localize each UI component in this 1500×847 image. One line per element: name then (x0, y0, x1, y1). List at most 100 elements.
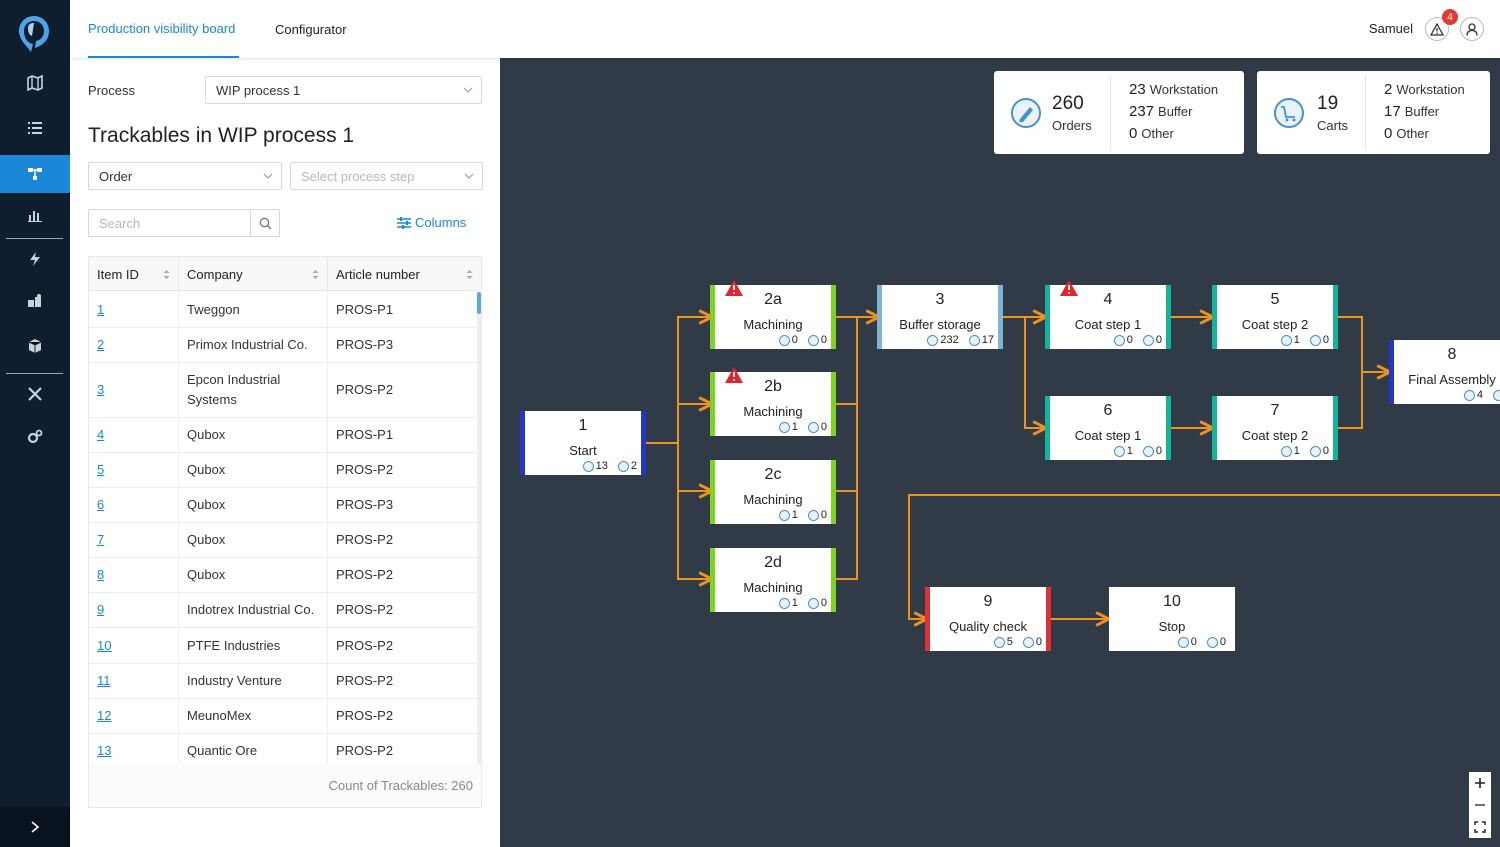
tab-production-visibility-board[interactable]: Production visibility board (88, 0, 239, 58)
table-row[interactable]: 9 Indotrex Industrial Co. PROS-P2 (89, 593, 477, 628)
article-cell: PROS-P1 (336, 427, 394, 442)
step-name: Coat step 2 (1241, 317, 1309, 332)
column-header-article-number[interactable]: Article number (328, 257, 481, 291)
expand-sidebar-button[interactable] (0, 807, 70, 847)
table-row[interactable]: 10 PTFE Industries PROS-P2 (89, 628, 477, 664)
table-row[interactable]: 6 Qubox PROS-P3 (89, 488, 477, 523)
process-step-placeholder: Select process step (301, 168, 415, 184)
item-id-link[interactable]: 7 (89, 523, 179, 557)
table-row[interactable]: 11 Industry Venture PROS-P2 (89, 664, 477, 699)
nav-process-flow-icon[interactable] (0, 155, 70, 193)
cart-icon (807, 334, 819, 346)
step-number: 8 (1447, 346, 1457, 363)
nav-settings-icon[interactable] (0, 418, 70, 456)
orders-total: 260 (1052, 93, 1084, 114)
nav-map-icon[interactable] (0, 64, 70, 102)
label: Workstation (1149, 82, 1219, 97)
column-header-item-id[interactable]: Item ID (89, 257, 179, 291)
cart-count: 0 (1219, 636, 1226, 648)
nav-package-icon[interactable] (0, 327, 70, 365)
tab-label: Configurator (275, 21, 347, 37)
warning-icon (1430, 22, 1444, 36)
order-icon (778, 334, 790, 346)
table-row[interactable]: 1 Tweggon PROS-P1 (89, 292, 477, 328)
process-step-8-final-assembly[interactable]: 8 Final Assembly 4 (1389, 340, 1500, 404)
process-step-select[interactable]: Select process step (290, 162, 483, 190)
step-name: Machining (743, 317, 803, 332)
process-label: Process (88, 83, 135, 98)
table-scrollbar[interactable] (477, 292, 481, 764)
search-button[interactable] (250, 209, 280, 237)
user-profile-button[interactable] (1460, 17, 1484, 41)
item-id-link[interactable]: 8 (89, 558, 179, 592)
table-row[interactable]: 4 Qubox PROS-P1 (89, 418, 477, 453)
item-id-link[interactable]: 3 (89, 363, 179, 417)
nav-events-icon[interactable] (0, 240, 70, 278)
columns-button[interactable]: Columns (397, 215, 466, 230)
scrollbar-thumb[interactable] (477, 292, 481, 314)
item-id-link[interactable]: 12 (89, 699, 179, 733)
nav-tools-icon[interactable] (0, 375, 70, 413)
cart-icon (1206, 636, 1218, 648)
item-id-link[interactable]: 9 (89, 593, 179, 627)
zoom-out-button[interactable] (1469, 794, 1491, 816)
item-id-link[interactable]: 5 (89, 453, 179, 487)
nav-list-icon[interactable] (0, 109, 70, 147)
nav-assets-icon[interactable] (0, 282, 70, 320)
item-id-link[interactable]: 1 (89, 292, 179, 327)
table-row[interactable]: 12 MeunoMex PROS-P2 (89, 699, 477, 734)
app-logo-icon[interactable] (17, 14, 51, 54)
item-id-link[interactable]: 11 (89, 664, 179, 698)
item-id-link[interactable]: 13 (89, 734, 179, 764)
step-number: 2b (764, 378, 782, 395)
warning-icon (725, 280, 743, 296)
table-row[interactable]: 5 Qubox PROS-P2 (89, 453, 477, 488)
cart-icon (968, 334, 980, 346)
table-row[interactable]: 8 Qubox PROS-P2 (89, 558, 477, 593)
cart-count: 2 (630, 460, 637, 472)
cart-icon (617, 460, 629, 472)
table-row[interactable]: 7 Qubox PROS-P2 (89, 523, 477, 558)
process-select[interactable]: WIP process 1 (205, 76, 482, 104)
sidebar (0, 0, 70, 847)
item-id-link[interactable]: 6 (89, 488, 179, 522)
item-id-link[interactable]: 4 (89, 418, 179, 452)
company-cell: Qubox (179, 418, 328, 452)
item-id-link[interactable]: 10 (89, 628, 179, 663)
alerts-button[interactable] (1425, 17, 1449, 41)
order-icon (778, 509, 790, 521)
tab-configurator[interactable]: Configurator (275, 0, 347, 58)
table-header: Item ID Company Article number (89, 257, 481, 291)
table-row[interactable]: 13 Quantic Ore PROS-P2 (89, 734, 477, 764)
table-row[interactable]: 3 Epcon Industrial Systems PROS-P2 (89, 363, 477, 418)
company-cell: MeunoMex (179, 699, 328, 733)
column-header-company[interactable]: Company (179, 257, 328, 291)
article-cell: PROS-P2 (336, 567, 394, 582)
zoom-in-button[interactable] (1469, 772, 1491, 794)
item-id-link[interactable]: 2 (89, 328, 179, 362)
user-name: Samuel (1368, 21, 1413, 36)
order-icon (778, 597, 790, 609)
fit-view-button[interactable] (1469, 816, 1491, 838)
article-cell: PROS-P2 (336, 382, 394, 397)
step-number: 10 (1163, 593, 1181, 610)
search-input[interactable] (88, 209, 251, 237)
table-row[interactable]: 2 Primox Industrial Co. PROS-P3 (89, 328, 477, 363)
nav-analytics-icon[interactable] (0, 196, 70, 234)
trackable-type-select[interactable]: Order (88, 162, 282, 190)
